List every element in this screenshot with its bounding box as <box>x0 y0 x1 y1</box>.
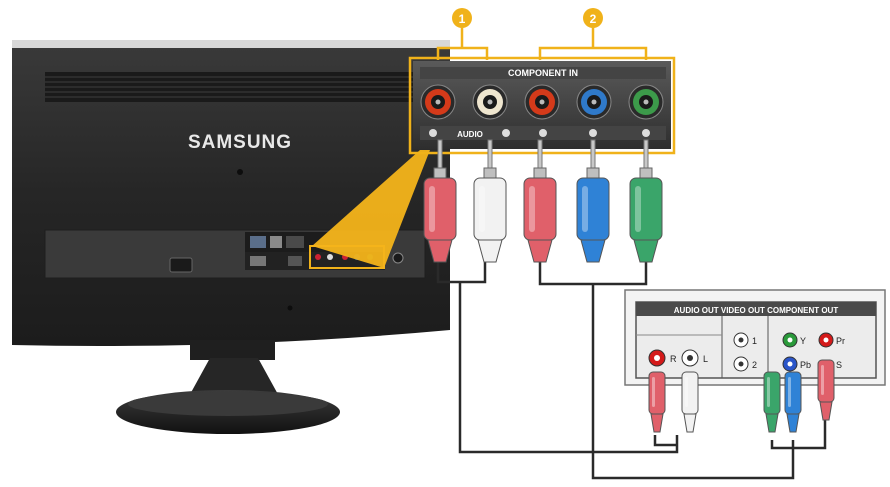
external-device: AUDIO OUT VIDEO OUT COMPONENT OUT R L 1 … <box>624 289 886 386</box>
device-label-l: L <box>703 354 708 364</box>
device-label-r: R <box>670 354 677 364</box>
plug-audio-left <box>473 139 507 263</box>
device-plug-audio-right <box>648 371 666 433</box>
monitor-stand <box>116 340 340 434</box>
device-label-pr: Pr <box>836 336 845 346</box>
device-plug-video-y <box>763 371 781 433</box>
plug-video-pr <box>523 139 557 263</box>
zoom-highlight <box>312 150 430 268</box>
component-in-panel: COMPONENT IN AUDIO <box>408 56 676 155</box>
callout-bracket-1: 1 <box>436 8 489 60</box>
device-plugs <box>648 359 835 433</box>
callout-bracket-2: 2 <box>538 8 648 60</box>
callout-2-number: 2 <box>590 12 597 26</box>
device-label-s: S <box>836 360 842 370</box>
audio-label: AUDIO <box>457 130 483 139</box>
device-plug-video-pr <box>817 359 835 421</box>
cable-plugs <box>423 139 663 263</box>
brand-logo: SAMSUNG <box>188 132 292 153</box>
plug-video-pb <box>576 139 610 263</box>
jack-video-pb <box>576 84 612 120</box>
plug-video-y <box>629 139 663 263</box>
panel-title: COMPONENT IN <box>508 68 578 78</box>
device-label-1: 1 <box>752 336 757 346</box>
vent-grille <box>45 72 425 102</box>
device-plug-video-pb <box>784 371 802 433</box>
plug-audio-right <box>423 139 457 263</box>
jack-video-y <box>628 84 664 120</box>
device-label-pb: Pb <box>800 360 811 370</box>
device-label-2: 2 <box>752 360 757 370</box>
cables <box>436 262 827 480</box>
jack-audio-left <box>472 84 508 120</box>
jack-video-pr <box>524 84 560 120</box>
jack-audio-right <box>420 84 456 120</box>
device-header: AUDIO OUT VIDEO OUT COMPONENT OUT <box>674 306 839 315</box>
device-plug-audio-left <box>681 371 699 433</box>
device-label-y: Y <box>800 336 806 346</box>
callout-1-number: 1 <box>459 12 466 26</box>
